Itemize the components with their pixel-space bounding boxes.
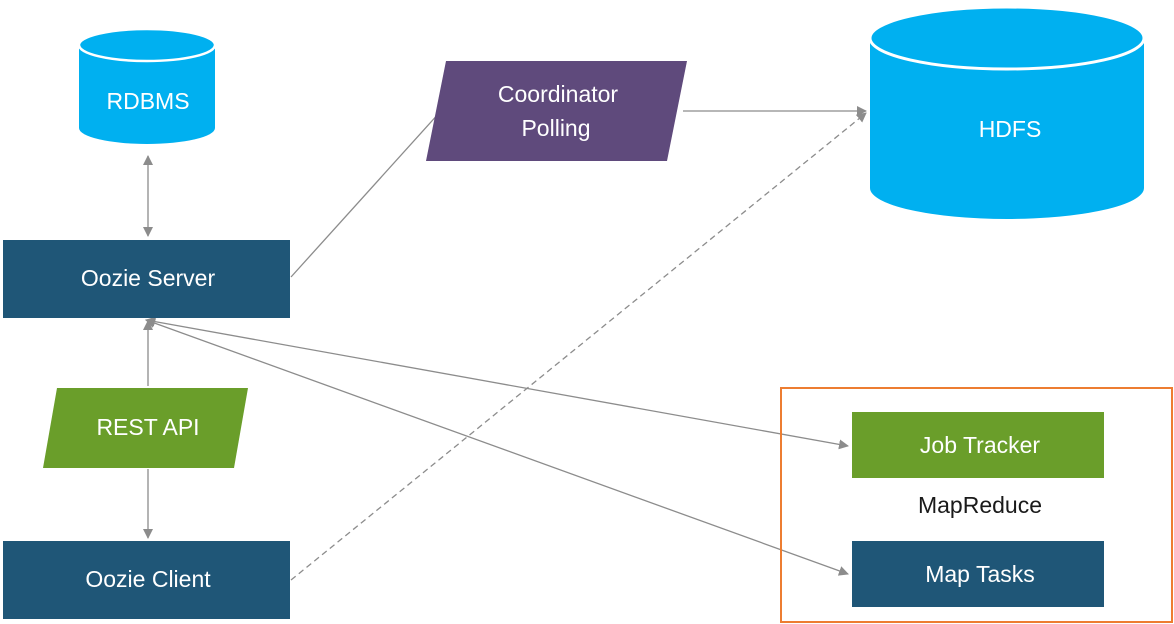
map-tasks-node: Map Tasks — [852, 541, 1104, 607]
job-tracker-label: Job Tracker — [920, 432, 1040, 458]
rdbms-cylinder-body — [79, 45, 215, 144]
rdbms-node: RDBMS — [77, 27, 217, 144]
coordinator-label-line2: Polling — [521, 115, 590, 141]
oozie-server-node: Oozie Server — [3, 240, 290, 318]
connector-oozie-client-hdfs — [290, 112, 867, 581]
connector-oozie-server-coordinator — [290, 111, 441, 278]
job-tracker-box — [852, 412, 1104, 478]
mapreduce-group-border — [780, 387, 1173, 623]
map-tasks-label: Map Tasks — [925, 561, 1035, 587]
rest-api-shape — [43, 388, 248, 468]
rest-api-node: REST API — [43, 388, 248, 468]
hdfs-cylinder-top — [868, 5, 1146, 71]
rdbms-label: RDBMS — [106, 88, 189, 114]
hdfs-label: HDFS — [979, 116, 1042, 142]
hdfs-cylinder-body — [870, 38, 1144, 219]
mapreduce-label: MapReduce — [918, 492, 1042, 518]
oozie-client-box — [3, 541, 290, 619]
coordinator-polling-node: Coordinator Polling — [426, 61, 687, 161]
oozie-server-box — [3, 240, 290, 318]
oozie-client-label: Oozie Client — [85, 566, 211, 592]
oozie-client-node: Oozie Client — [3, 541, 290, 619]
map-tasks-box — [852, 541, 1104, 607]
hdfs-node: HDFS — [868, 5, 1146, 219]
coordinator-label-line1: Coordinator — [498, 81, 619, 107]
connector-oozie-server-job-tracker — [145, 316, 849, 450]
connector-oozie-server-map-tasks — [145, 318, 849, 576]
oozie-server-label: Oozie Server — [81, 265, 216, 291]
mapreduce-group: MapReduce — [780, 387, 1173, 623]
job-tracker-node: Job Tracker — [852, 412, 1104, 478]
connectors — [143, 106, 867, 581]
rest-api-label: REST API — [96, 414, 199, 440]
coordinator-polling-shape — [426, 61, 687, 161]
rdbms-cylinder-top — [77, 27, 217, 63]
